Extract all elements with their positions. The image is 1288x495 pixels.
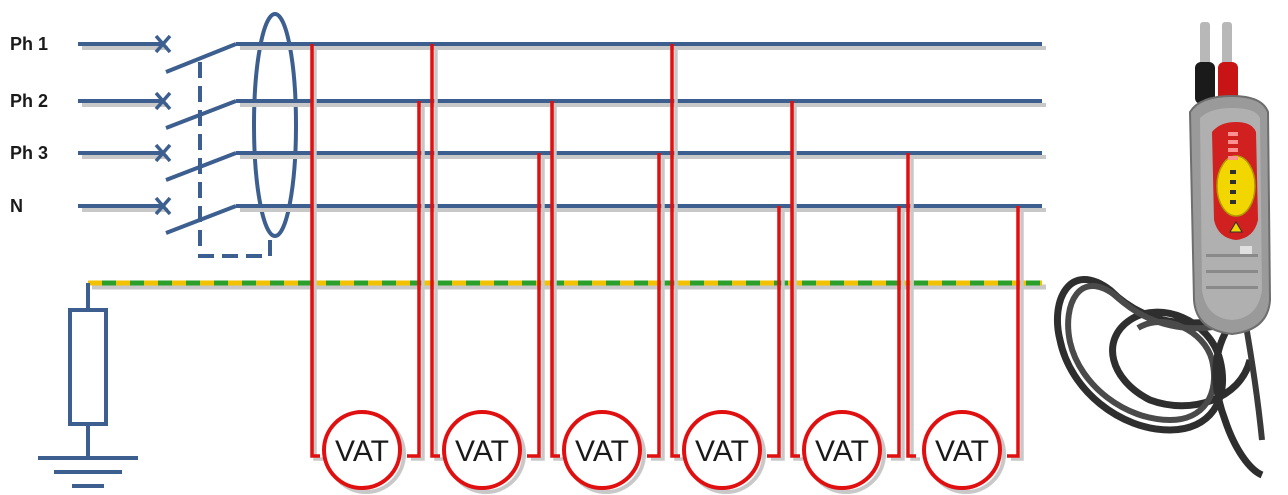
mechanical-linkage	[198, 62, 272, 258]
label-neutral: N	[10, 196, 23, 216]
vat-circle	[322, 410, 402, 490]
test-lead-shadows	[313, 48, 1024, 461]
vat-circle	[442, 410, 522, 490]
incoming-conductors	[78, 42, 168, 212]
vat-tester: VAT	[562, 410, 646, 494]
vat-circle	[562, 410, 642, 490]
earth-ground-icon	[38, 456, 138, 488]
vat-label: VAT	[455, 435, 509, 468]
vat-tester: VAT	[442, 410, 526, 494]
earth-conductor	[88, 280, 1046, 290]
test-leads	[310, 44, 1020, 458]
earth-resistor-icon	[68, 283, 108, 458]
vat-label: VAT	[575, 435, 629, 468]
vat-circle	[682, 410, 762, 490]
vat-label: VAT	[335, 435, 389, 468]
label-ph3: Ph 3	[10, 143, 48, 163]
vat-label: VAT	[695, 435, 749, 468]
vat-circle	[802, 410, 882, 490]
vat-tester: VAT	[802, 410, 886, 494]
vat-tester: VAT	[922, 410, 1006, 494]
vat-circle	[922, 410, 1002, 490]
busbars	[236, 42, 1046, 212]
vat-tester: VAT	[322, 410, 406, 494]
breaker-cross-icon	[154, 34, 172, 216]
rcd-toroid-icon	[252, 12, 298, 238]
vat-label: VAT	[815, 435, 869, 468]
label-ph1: Ph 1	[10, 34, 48, 54]
label-ph2: Ph 2	[10, 91, 48, 111]
vat-tester: VAT	[682, 410, 766, 494]
vat-testers: VAT VAT VAT VAT VAT VAT	[322, 410, 1006, 494]
vat-label: VAT	[935, 435, 989, 468]
voltage-tester-device-icon	[1053, 22, 1272, 479]
